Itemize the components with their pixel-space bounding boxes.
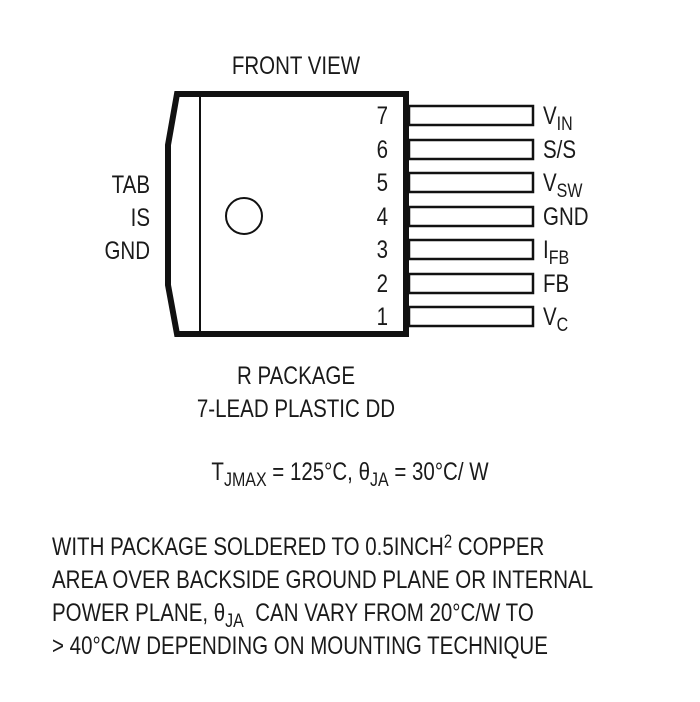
diagram-title: FRONT VIEW bbox=[231, 52, 361, 80]
note-line-3: POWER PLANE, θJA CAN VARY FROM 20°C/W TO bbox=[52, 599, 534, 633]
pin-number-1: 1 bbox=[376, 303, 388, 331]
package-name: R PACKAGE bbox=[236, 362, 356, 390]
tab-label-line-3: GND bbox=[104, 237, 150, 265]
note-line-4: > 40°C/W DEPENDING ON MOUNTING TECHNIQUE bbox=[52, 632, 548, 660]
note-line-2: AREA OVER BACKSIDE GROUND PLANE OR INTER… bbox=[52, 566, 594, 594]
package-body-outline bbox=[165, 91, 409, 337]
tab-label-line-2: IS bbox=[130, 204, 150, 232]
pin-5-lead bbox=[407, 171, 535, 194]
pin-label-ss: S/S bbox=[543, 136, 577, 164]
pin-number-3: 3 bbox=[376, 236, 388, 264]
pin-number-5: 5 bbox=[376, 169, 388, 197]
thermal-spec: TJMAX = 125°C, θJA = 30°C/ W bbox=[211, 458, 489, 492]
pin-number-7: 7 bbox=[376, 102, 388, 130]
pin-4-lead bbox=[407, 205, 535, 228]
pin-number-2: 2 bbox=[376, 270, 388, 298]
pin-label-fb: FB bbox=[543, 270, 570, 298]
pin-2-lead bbox=[407, 272, 535, 295]
pin-label-ifb: IFB bbox=[543, 236, 570, 270]
pin-label-gnd: GND bbox=[543, 203, 589, 231]
pin-label-vsw: VSW bbox=[543, 169, 583, 203]
pin-7-lead bbox=[407, 104, 535, 127]
pin-3-lead bbox=[407, 238, 535, 261]
note-line-1: WITH PACKAGE SOLDERED TO 0.5INCH2 COPPER bbox=[52, 531, 545, 561]
pin-number-4: 4 bbox=[376, 203, 388, 231]
package-type: 7-LEAD PLASTIC DD bbox=[196, 395, 396, 423]
pin-label-vc: VC bbox=[543, 303, 569, 337]
pin-1-lead bbox=[407, 305, 535, 328]
pin-6-lead bbox=[407, 138, 535, 161]
mounting-hole-icon bbox=[225, 197, 263, 235]
tab-label-line-1: TAB bbox=[111, 171, 150, 199]
pin-number-6: 6 bbox=[376, 136, 388, 164]
pin-label-vin: VIN bbox=[543, 102, 573, 136]
